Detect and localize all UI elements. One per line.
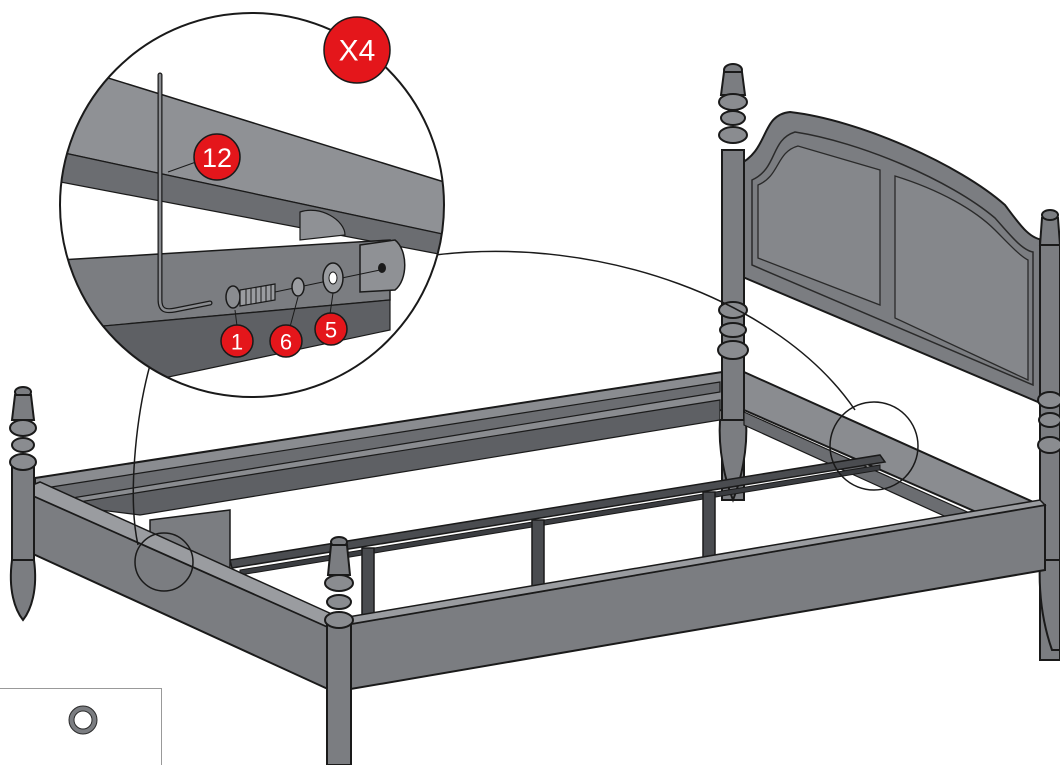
headboard-post-left — [717, 63, 749, 503]
callout-quantity: X4 — [323, 16, 391, 84]
callout-lock-washer-label: 6 — [280, 330, 292, 355]
headboard-post-right — [1037, 209, 1060, 661]
headboard — [717, 63, 1060, 661]
headboard-panel-left — [757, 145, 881, 306]
center-support — [149, 454, 887, 629]
callout-flat-washer: 5 — [314, 312, 348, 346]
callout-quantity-label: X4 — [339, 35, 376, 68]
footboard-post-left — [9, 386, 37, 622]
leader-line-right — [434, 250, 856, 411]
headboard-panel-right — [894, 175, 1029, 382]
footboard-rail — [18, 481, 347, 692]
callout-allen-key: 12 — [193, 133, 241, 181]
footboard-post-right — [324, 536, 354, 765]
callout-lock-washer: 6 — [269, 324, 303, 358]
detail-marker-footboard — [134, 532, 194, 592]
detail-marker-headboard — [829, 401, 919, 491]
callout-allen-key-label: 12 — [202, 143, 232, 173]
callout-bolt-label: 1 — [231, 330, 243, 355]
side-rail-left — [34, 370, 723, 522]
callout-flat-washer-label: 5 — [325, 318, 337, 343]
magnified-detail — [59, 12, 445, 398]
callout-bolt: 1 — [220, 324, 254, 358]
leader-line-left — [132, 364, 151, 546]
bolt — [225, 283, 276, 309]
lock-washer — [291, 277, 305, 297]
ring-icon — [68, 705, 98, 735]
headboard-inner-frame — [751, 131, 1034, 387]
legend-box — [0, 688, 162, 765]
